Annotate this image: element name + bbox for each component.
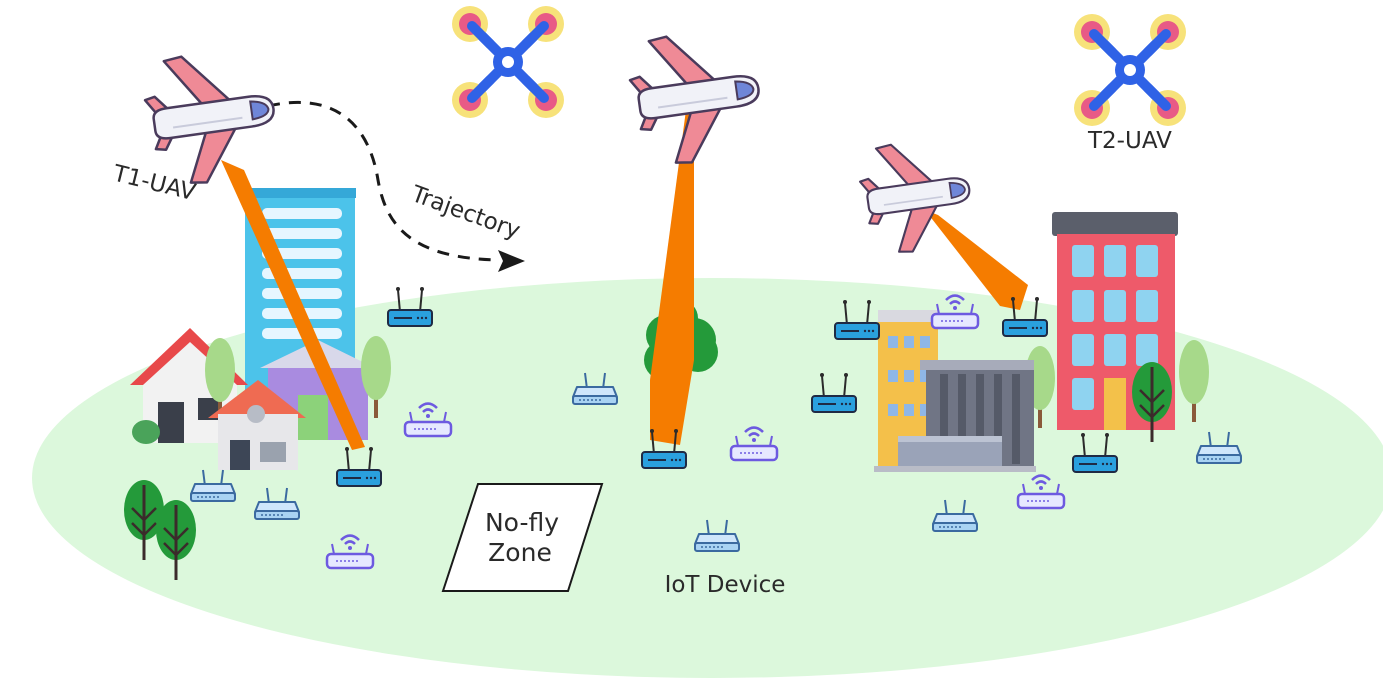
beam-t1 [221,160,365,450]
quadrotor-uav-icon [1074,14,1186,126]
trajectory-path [267,100,499,262]
fixed-wing-uav-icon [138,43,284,191]
fixed-wing-uav-icon [623,23,769,171]
quadrotor-uav-icon [452,6,564,118]
no-fly-zone-label-line2: Zone [488,538,552,567]
t1-uav-label: T1-UAV [110,160,199,206]
bush [132,420,160,444]
no-fly-zone-label-line1: No-fly [485,508,559,537]
house-small-orange-roof [208,380,306,470]
beam-right [925,210,1028,310]
building-gray [874,360,1036,472]
no-fly-zone [441,483,604,592]
trajectory-arrowhead [498,250,525,272]
beam-middle [650,110,694,445]
iot-device-label: IoT Device [665,572,786,598]
t2-uav-label: T2-UAV [1087,128,1172,154]
trajectory-label: Trajectory [407,181,524,245]
